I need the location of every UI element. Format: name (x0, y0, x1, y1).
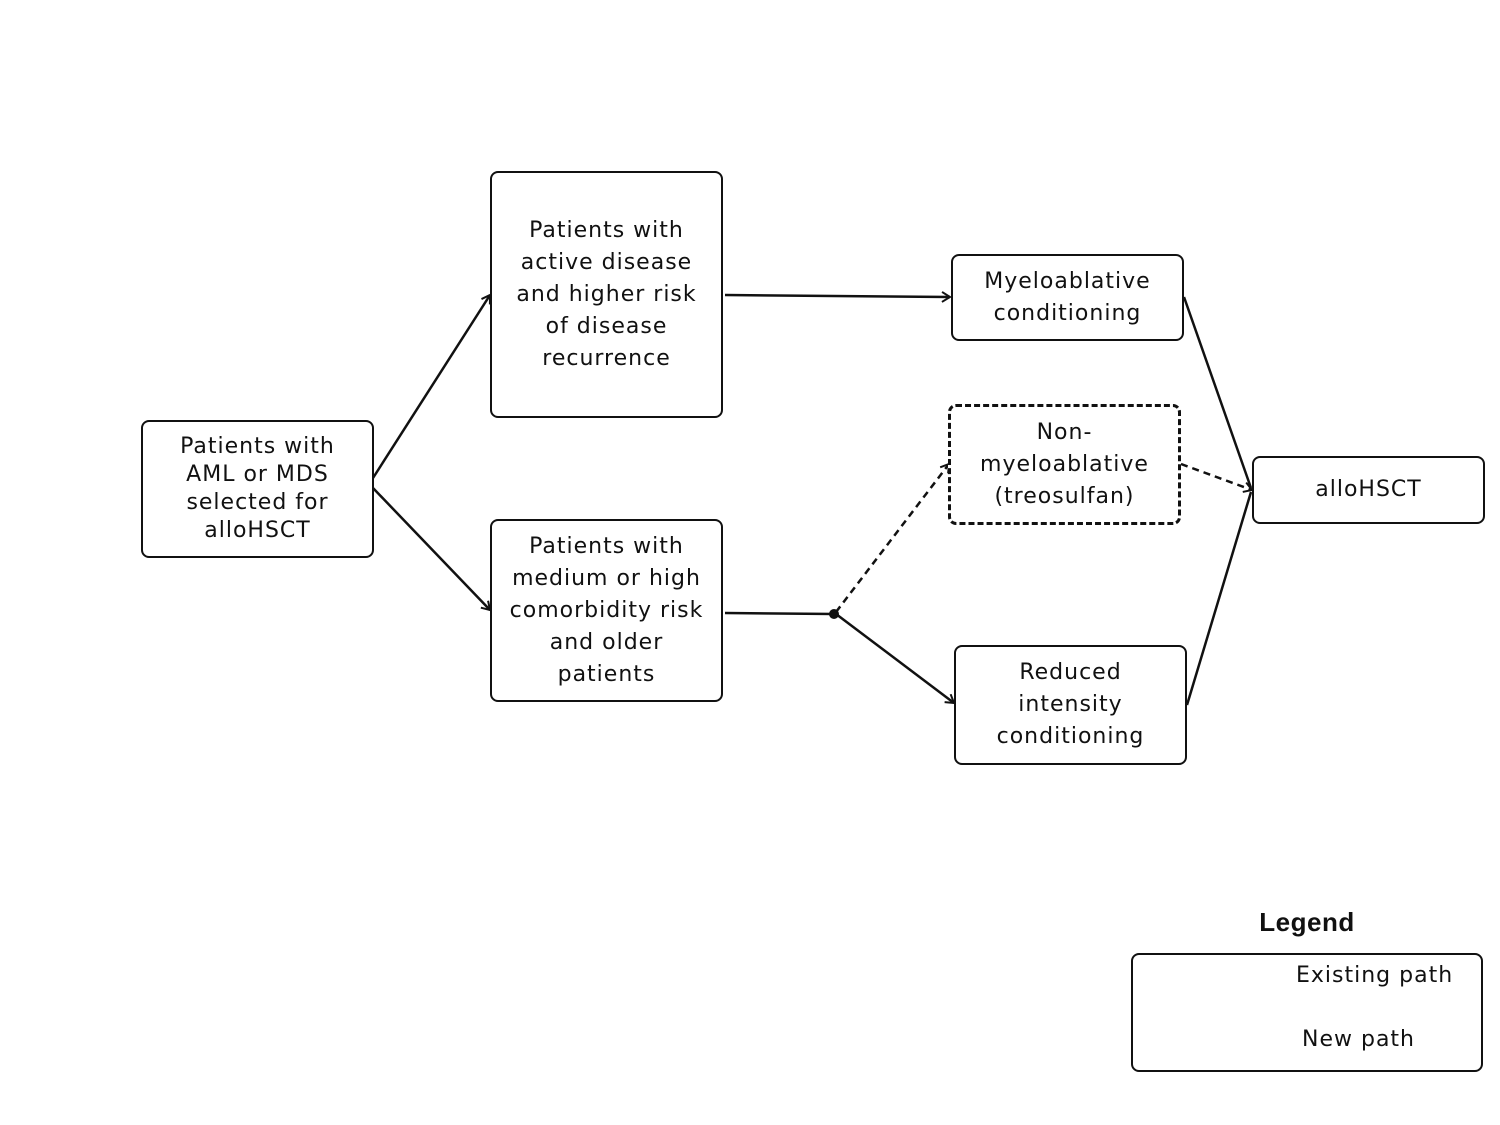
edge-comorbidity-to-junction (724, 611, 835, 616)
legend-title: Legend (1259, 907, 1355, 937)
node-allohsct: alloHSCT (1252, 456, 1485, 524)
node-comorbidity-patients-label: Patients with medium or high comorbidity… (509, 533, 704, 687)
node-active-disease-patients: Patients with active disease and higher … (490, 171, 723, 418)
node-reduced-intensity-conditioning: Reduced intensity conditioning (954, 645, 1187, 765)
node-patients-aml-mds-label: Patients with AML or MDS selected for al… (180, 434, 335, 543)
edge-myeloablative-to-allohsct (1182, 296, 1253, 489)
edge-junction-to-reduced-intensity (835, 613, 956, 705)
node-non-myeloablative-treosulfan: Non- myeloablative (treosulfan) (948, 404, 1181, 525)
legend-existing-path-label: Existing path (1296, 963, 1454, 988)
node-myeloablative-conditioning-label: Myeloablative conditioning (984, 268, 1151, 326)
edge-active-to-myeloablative (724, 291, 952, 303)
edge-reduced-intensity-to-allohsct (1185, 491, 1253, 706)
node-active-disease-patients-label: Patients with active disease and higher … (516, 217, 697, 371)
edge-start-to-comorbidity (372, 487, 492, 612)
node-comorbidity-patients: Patients with medium or high comorbidity… (490, 519, 723, 702)
edge-junction-to-non-myeloablative (835, 462, 951, 613)
edge-start-to-active (371, 293, 492, 479)
legend-new-path-label: New path (1302, 1027, 1415, 1052)
legend-box (1131, 953, 1483, 1072)
node-reduced-intensity-conditioning-label: Reduced intensity conditioning (996, 660, 1145, 749)
node-patients-aml-mds: Patients with AML or MDS selected for al… (141, 420, 374, 558)
node-myeloablative-conditioning: Myeloablative conditioning (951, 254, 1184, 341)
edge-non-myeloablative-to-allohsct (1180, 462, 1254, 493)
node-non-myeloablative-treosulfan-label: Non- myeloablative (treosulfan) (980, 419, 1149, 509)
node-allohsct-label: alloHSCT (1315, 477, 1422, 502)
